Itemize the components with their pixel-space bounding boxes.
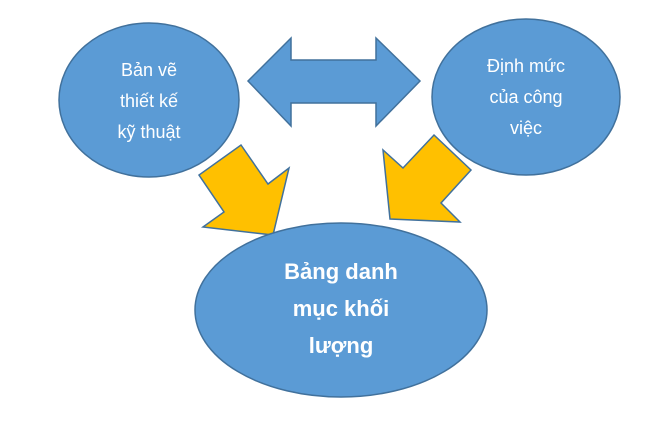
node-bill-label: Bảng danh mục khối lượng [261,253,421,364]
node-norms-label: Định mức của công việc [461,51,591,144]
label-line: thiết kế [119,91,179,111]
label-line: lượng [308,333,374,358]
label-line: Bảng danh [284,259,398,284]
node-norms [431,18,621,176]
node-bill [194,222,488,398]
double-arrow [246,36,422,128]
arrow-right-to-bill [382,133,473,223]
node-drawings [58,22,240,178]
label-line: Bản vẽ [120,60,178,80]
label-line: mục khối [292,296,390,321]
label-line: Định mức [486,56,566,76]
label-line: việc [509,118,542,138]
label-line: kỹ thuật [117,122,181,142]
arrow-left-to-bill [197,143,291,236]
label-line: của công [489,87,563,107]
node-drawings-label: Bản vẽ thiết kế kỹ thuật [89,55,209,148]
